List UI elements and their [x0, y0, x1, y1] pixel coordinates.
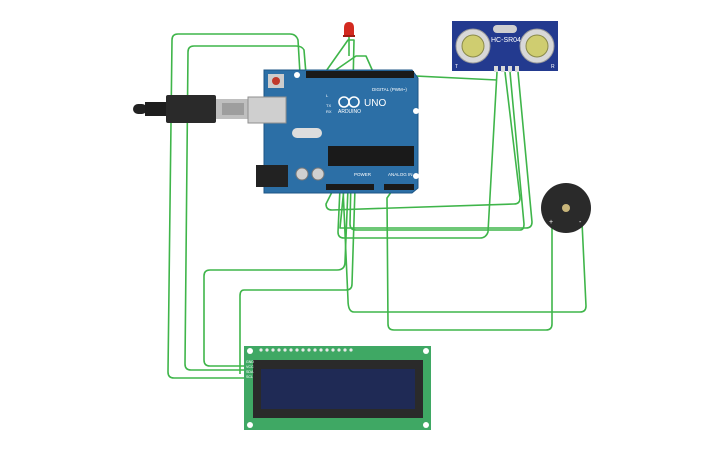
wire-sensor-vcc [337, 71, 498, 239]
wire-sensor-gnd [339, 71, 533, 229]
sensor-left-mark: T [455, 64, 458, 70]
lcd-pin-label: GND [246, 360, 254, 364]
buzzer-minus-label: - [579, 219, 582, 226]
wire-lcd-gnd [167, 33, 301, 379]
wire-lcd-vcc [184, 45, 307, 371]
buzzer-plus-label: + [549, 219, 553, 226]
buzzer-icon[interactable]: + - [541, 183, 591, 233]
arduino-model-text: UNO [364, 98, 386, 109]
lcd-pin-label: SDA [246, 370, 254, 374]
power-header [326, 184, 374, 190]
analog-header [384, 184, 414, 190]
wire-gnd-rail [325, 71, 521, 211]
arduino-brand-text: ARDUINO [338, 109, 361, 115]
digital-header [306, 71, 414, 78]
lcd-screen [261, 369, 415, 409]
microcontroller-chip [328, 146, 414, 166]
wires [167, 33, 587, 379]
usb-cable-icon [133, 95, 248, 123]
wire-lcd-scl [239, 187, 356, 374]
capacitor [311, 167, 325, 181]
lcd-pin-label: SCL [246, 375, 253, 379]
arduino-uno-board[interactable]: UNO ARDUINO DIGITAL (PWM~) POWER ANALOG … [247, 69, 419, 194]
wire-buzzer-plus [386, 187, 553, 331]
analog-label: ANALOG IN [388, 172, 413, 177]
rx-label: RX [326, 109, 332, 114]
arduino-logo-icon [338, 96, 360, 108]
sensor-pins [494, 66, 519, 72]
sensor-crystal [493, 25, 517, 33]
crystal [292, 128, 322, 138]
led-icon[interactable] [343, 22, 355, 37]
capacitor [295, 167, 309, 181]
wire-buzzer-minus [342, 187, 587, 313]
lcd-header-pins [259, 348, 353, 352]
lcd-pin-label: VCC [246, 365, 254, 369]
wire-lcd-sda [203, 187, 349, 367]
usb-jack [247, 96, 287, 124]
digital-label: DIGITAL (PWM~) [372, 87, 407, 92]
power-jack [256, 165, 288, 187]
wire-trig [323, 39, 525, 231]
power-label: POWER [354, 172, 372, 177]
tx-label: TX [326, 103, 331, 108]
lcd-display[interactable]: GND VCC SDA SCL [244, 346, 431, 430]
l-label: L [326, 93, 329, 98]
ultrasonic-sensor[interactable]: HC-SR04 T R [452, 21, 558, 72]
sensor-model-text: HC-SR04 [491, 37, 521, 44]
sensor-right-mark: R [551, 64, 555, 70]
